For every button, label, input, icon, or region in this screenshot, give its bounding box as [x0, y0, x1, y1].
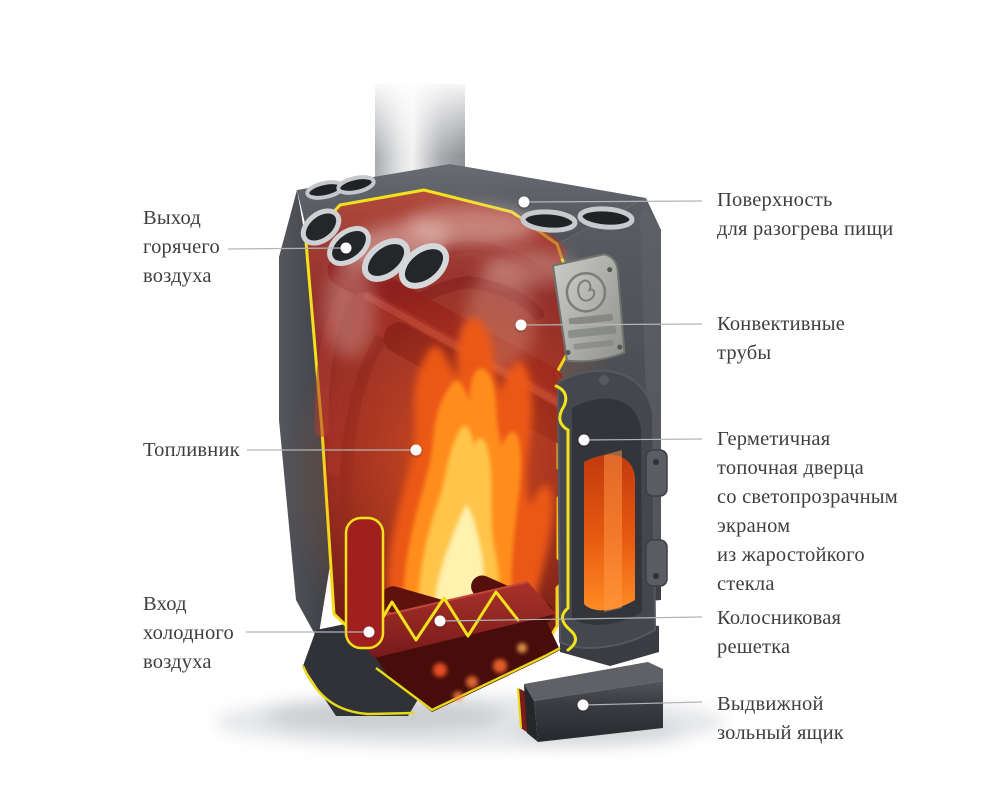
door-hinges	[645, 449, 668, 587]
label-convective-tubes: Конвективные трубы	[717, 313, 846, 364]
callout-line-ashbox	[582, 701, 703, 706]
furnace-door	[554, 369, 668, 652]
label-door: Герметичная топочная дверца со светопроз…	[717, 428, 898, 595]
label-cooking-surface: Поверхность для разогрева пищи	[717, 189, 894, 240]
callout-line-door	[583, 438, 703, 441]
label-ash-box: Выдвижной зольный ящик	[717, 693, 844, 744]
cold-air-duct	[344, 516, 385, 650]
door-seal-cut	[554, 384, 577, 652]
callout-dot-ashbox	[577, 699, 589, 711]
label-cold-air-inlet: Вход холодного воздуха	[143, 593, 234, 673]
callout-dot-door	[578, 434, 590, 446]
label-hot-air-outlet: Выход горячего воздуха	[143, 207, 220, 287]
callout-line-grate	[439, 616, 703, 622]
brand-badge	[551, 253, 626, 363]
callout-dots	[340, 196, 590, 711]
top-face-pipe-openings	[305, 175, 635, 233]
callout-dot-firebox	[410, 444, 422, 456]
ash-chamber	[372, 608, 561, 712]
callout-line-tubes	[520, 323, 703, 326]
pedestal-base	[301, 622, 420, 716]
callout-dot-tubes	[515, 319, 527, 331]
label-firebox: Топливник	[143, 439, 240, 461]
callout-dot-cold-air	[363, 626, 375, 638]
ash-drawer	[516, 662, 663, 742]
callout-dot-hot-air	[340, 242, 352, 254]
callout-lines	[227, 200, 703, 706]
callout-line-hot-air	[227, 247, 347, 250]
callout-line-surface	[523, 200, 703, 203]
callout-dot-grate	[434, 615, 446, 627]
callout-dot-surface	[518, 196, 530, 208]
label-grate: Колосниковая решетка	[717, 607, 842, 658]
